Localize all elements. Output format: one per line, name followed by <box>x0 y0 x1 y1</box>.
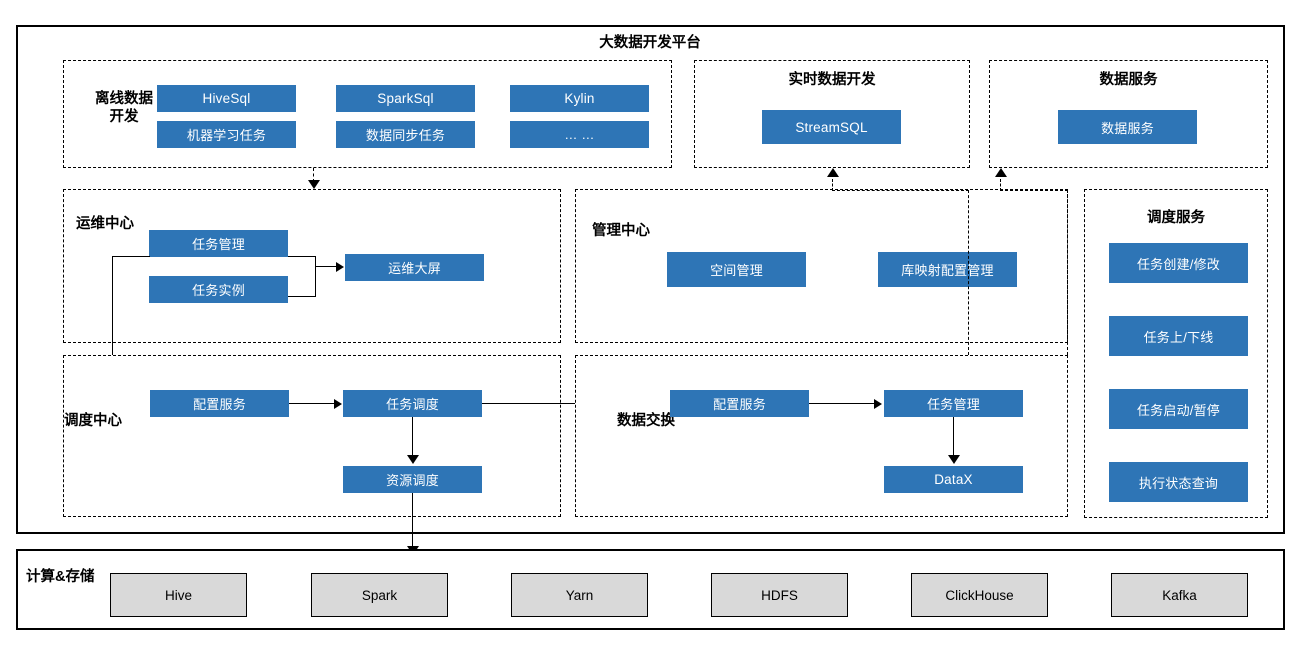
connector-data-service-rail-horizontal <box>1000 190 1068 191</box>
group-compute-storage-label: 计算&存储 <box>26 569 95 585</box>
connector-resource-to-compute-storage <box>412 493 414 549</box>
node-offline-more[interactable]: … … <box>510 121 649 148</box>
connector-ops-left-rail-vertical <box>112 256 114 405</box>
node-streamsql[interactable]: StreamSQL <box>762 110 901 144</box>
node-resource-schedule[interactable]: 资源调度 <box>343 466 482 493</box>
connector-realtime-riser <box>832 179 833 191</box>
connector-exchange-task-mgmt-to-datax <box>953 417 955 457</box>
connector-realtime-rail-horizontal <box>832 190 969 191</box>
node-task-instance[interactable]: 任务实例 <box>149 276 288 303</box>
connector-config-to-task-schedule <box>289 403 335 405</box>
arrowhead-to-data-service <box>995 168 1007 177</box>
node-exchange-task-management[interactable]: 任务管理 <box>884 390 1023 417</box>
node-yarn[interactable]: Yarn <box>511 573 648 617</box>
connector-task-to-resource-schedule <box>412 417 414 457</box>
node-ops-dashboard[interactable]: 运维大屏 <box>345 254 484 281</box>
connector-ops-left-rail-top <box>112 256 150 258</box>
connector-task-mgmt-right <box>288 256 316 258</box>
group-offline-dev <box>63 60 672 168</box>
group-offline-dev-label-line2: 开发 <box>109 109 139 126</box>
arrowhead-offline-to-ops-center <box>308 180 320 189</box>
connector-ops-merge-vertical <box>315 256 317 297</box>
arrowhead-to-task-schedule <box>334 399 342 409</box>
connector-realtime-rail-vertical <box>968 190 969 355</box>
page-title: 大数据开发平台 <box>599 35 701 51</box>
node-task-create-modify[interactable]: 任务创建/修改 <box>1109 243 1248 283</box>
node-data-service[interactable]: 数据服务 <box>1058 110 1197 144</box>
group-schedule-center <box>63 355 561 517</box>
node-hive[interactable]: Hive <box>110 573 247 617</box>
node-hivesql[interactable]: HiveSql <box>157 85 296 112</box>
group-ops-center-label: 运维中心 <box>76 216 134 232</box>
arrowhead-to-realtime-dev <box>827 168 839 177</box>
arrowhead-to-ops-dashboard <box>336 262 344 272</box>
connector-exchange-config-to-task-mgmt <box>809 403 875 405</box>
node-kafka[interactable]: Kafka <box>1111 573 1248 617</box>
node-datax[interactable]: DataX <box>884 466 1023 493</box>
group-offline-dev-label: 离线数据 开发 <box>70 90 178 126</box>
group-manage-center-label: 管理中心 <box>592 223 650 239</box>
arrowhead-to-exchange-task-mgmt <box>874 399 882 409</box>
group-schedule-center-label: 调度中心 <box>64 413 122 429</box>
node-spark[interactable]: Spark <box>311 573 448 617</box>
arrowhead-to-resource-schedule <box>407 455 419 464</box>
node-hdfs[interactable]: HDFS <box>711 573 848 617</box>
node-space-management[interactable]: 空间管理 <box>667 252 806 287</box>
connector-data-service-riser <box>1000 179 1001 191</box>
node-task-management[interactable]: 任务管理 <box>149 230 288 257</box>
node-task-online-offline[interactable]: 任务上/下线 <box>1109 316 1248 356</box>
connector-ops-merge-to-dashboard <box>315 266 337 268</box>
group-realtime-dev-label: 实时数据开发 <box>788 72 876 88</box>
group-ops-center <box>63 189 561 343</box>
node-clickhouse[interactable]: ClickHouse <box>911 573 1048 617</box>
group-offline-dev-label-line1: 离线数据 <box>95 91 153 107</box>
node-task-start-pause[interactable]: 任务启动/暂停 <box>1109 389 1248 429</box>
node-data-sync-task[interactable]: 数据同步任务 <box>336 121 475 148</box>
node-config-service[interactable]: 配置服务 <box>150 390 289 417</box>
node-db-mapping-config[interactable]: 库映射配置管理 <box>878 252 1017 287</box>
node-exchange-config-service[interactable]: 配置服务 <box>670 390 809 417</box>
node-task-schedule[interactable]: 任务调度 <box>343 390 482 417</box>
group-data-service-label: 数据服务 <box>1099 72 1158 88</box>
node-sparksql[interactable]: SparkSql <box>336 85 475 112</box>
group-schedule-service-label: 调度服务 <box>1147 210 1205 226</box>
connector-data-service-rail-vertical <box>1067 190 1068 355</box>
arrowhead-to-datax <box>948 455 960 464</box>
node-kylin[interactable]: Kylin <box>510 85 649 112</box>
node-ml-task[interactable]: 机器学习任务 <box>157 121 296 148</box>
connector-task-instance-right <box>288 296 316 298</box>
connector-offline-to-ops-center <box>313 168 314 182</box>
node-exec-status-query[interactable]: 执行状态查询 <box>1109 462 1248 502</box>
group-data-exchange-label: 数据交换 <box>617 413 675 429</box>
